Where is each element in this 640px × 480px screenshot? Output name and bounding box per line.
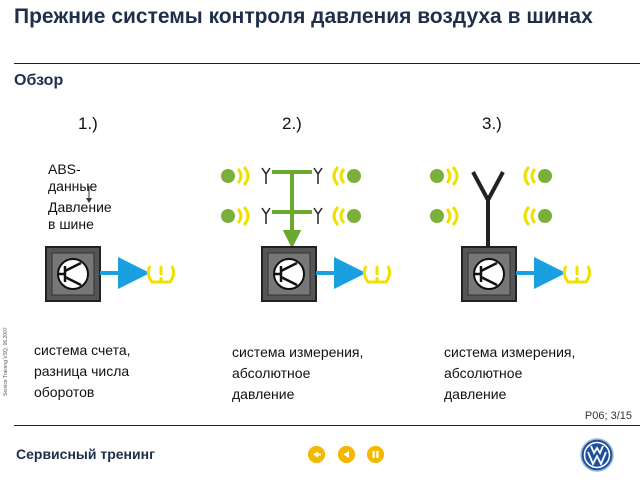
caption-line: система счета, (34, 342, 131, 358)
control-unit-2 (261, 246, 317, 302)
column-1-number: 1.) (78, 114, 98, 133)
page-number: P06; 3/15 (584, 410, 632, 422)
abs-line4: в шине (48, 216, 94, 232)
abs-line1: ABS- (48, 161, 81, 177)
nav-back-icon (308, 446, 325, 463)
nav-back-button[interactable] (308, 446, 325, 463)
nav-pause-icon (367, 446, 384, 463)
column-3-number: 3.) (482, 114, 502, 133)
control-unit-1 (45, 246, 101, 302)
top-divider (14, 63, 640, 64)
control-unit-3 (461, 246, 517, 302)
caption-line: давление (444, 386, 507, 402)
column-2-caption: система измерения, абсолютное давление (232, 342, 363, 405)
sidebar-credit: Service Training VSQ, 06.2007 (3, 327, 12, 400)
page-subtitle: Обзор (14, 72, 64, 89)
nav-prev-button[interactable] (338, 446, 355, 463)
wheel-sensors-3 (430, 166, 552, 226)
nav-prev-icon (338, 446, 355, 463)
caption-line: абсолютное (232, 365, 311, 381)
page-title: Прежние системы контроля давления воздух… (14, 5, 593, 28)
vw-logo-icon (580, 438, 614, 472)
caption-line: абсолютное (444, 365, 523, 381)
caption-line: система измерения, (232, 344, 364, 360)
bottom-divider (14, 425, 640, 426)
diagram-scene (45, 166, 592, 302)
wheel-sensors-2 (221, 166, 361, 226)
caption-line: давление (232, 386, 295, 402)
column-3-caption: система измерения, абсолютное давление (444, 342, 575, 405)
tire-pressure-warning-icon (362, 265, 392, 284)
abs-line2: данные (48, 178, 98, 194)
tire-pressure-warning-icon (562, 265, 592, 284)
abs-data-label: ABS- данные Давление в шине (48, 161, 112, 233)
green-wire-bus (272, 170, 312, 249)
antenna-icon (471, 171, 505, 246)
abs-down-arrow (86, 186, 92, 203)
column-1-caption: система счета, разница числа оборотов (34, 340, 131, 403)
column-2-number: 2.) (282, 114, 302, 133)
antenna-icon (261, 167, 323, 224)
nav-pause-button[interactable] (367, 446, 384, 463)
footer-label: Сервисный тренинг (16, 446, 155, 462)
sidebar-text: Service Training VSQ, 06.2007 (3, 327, 9, 396)
caption-line: оборотов (34, 384, 95, 400)
caption-line: разница числа (34, 363, 130, 379)
caption-line: система измерения, (444, 344, 576, 360)
tire-pressure-warning-icon (146, 265, 176, 284)
abs-line3: Давление (48, 199, 112, 215)
